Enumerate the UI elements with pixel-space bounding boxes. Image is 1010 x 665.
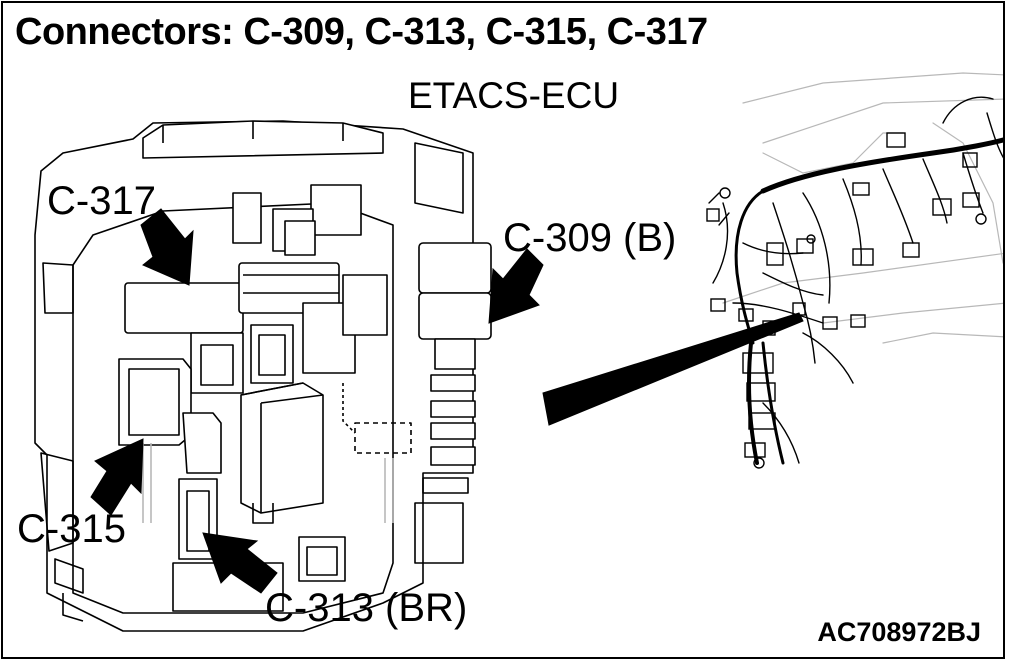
arrow-c309 (488, 248, 544, 324)
callout-label-c313: C-313 (BR) (265, 586, 468, 630)
callout-label-c315: C-315 (17, 507, 126, 551)
diagram-drawing (34, 72, 1003, 632)
arrow-c315 (90, 438, 144, 516)
arrow-c317 (140, 208, 194, 286)
reference-code: AC708972BJ (817, 617, 981, 647)
ecu-label: ETACS-ECU (408, 75, 620, 116)
callout-arrows (90, 208, 804, 594)
vehicle-wiring-harness (706, 72, 1003, 469)
callout-label-c317: C-317 (47, 179, 156, 223)
page-title: Connectors: C-309, C-313, C-315, C-317 (15, 11, 708, 53)
ecu-housing (34, 120, 492, 632)
location-pointer (542, 312, 804, 426)
arrow-c313 (202, 532, 278, 594)
callout-label-c309: C-309 (B) (503, 216, 677, 260)
